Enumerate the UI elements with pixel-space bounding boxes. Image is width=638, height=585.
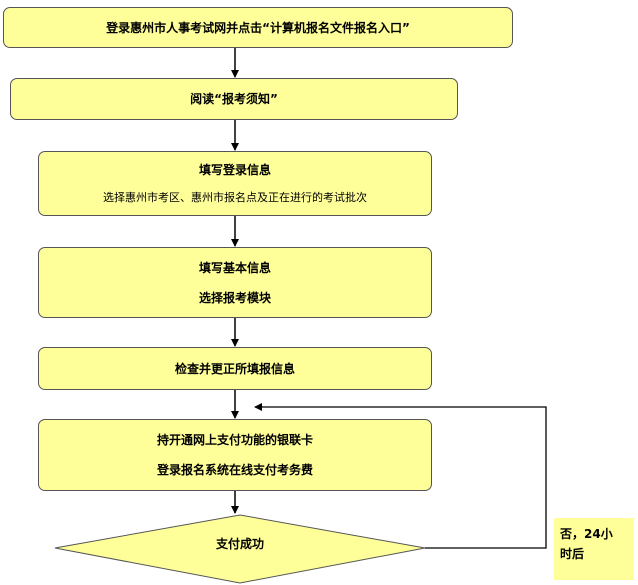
loop-note-line2: 时后 (560, 547, 585, 561)
step-check-info-title: 检查并更正所填报信息 (174, 361, 295, 376)
step-payment-subtitle: 登录报名系统在线支付考务费 (156, 463, 313, 477)
step-login-portal: 登录惠州市人事考试网并点击“计算机报名文件报名入口” (3, 7, 513, 48)
step-read-notice-title: 阅读“报考须知” (190, 92, 278, 106)
step-login-info-subtitle: 选择惠州市考区、惠州市报名点及正在进行的考试批次 (103, 191, 367, 204)
step-payment: 持开通网上支付功能的银联卡 登录报名系统在线支付考务费 (38, 419, 432, 491)
step-read-notice: 阅读“报考须知” (10, 78, 458, 120)
decision-label: 支付成功 (215, 537, 264, 551)
loop-back-connector (254, 403, 547, 549)
loop-note: 否，24小 时后 (554, 518, 634, 580)
step-payment-title: 持开通网上支付功能的银联卡 (156, 433, 313, 447)
step-basic-info: 填写基本信息 选择报考模块 (38, 247, 432, 318)
step-basic-info-subtitle: 选择报考模块 (198, 290, 271, 305)
step-login-portal-title: 登录惠州市人事考试网并点击“计算机报名文件报名入口” (106, 20, 410, 35)
step-check-info: 检查并更正所填报信息 (38, 347, 432, 390)
step-login-info-title: 填写登录信息 (198, 163, 271, 177)
step-basic-info-title: 填写基本信息 (198, 260, 271, 275)
loop-note-line1: 否，24小 (560, 527, 613, 541)
step-login-info: 填写登录信息 选择惠州市考区、惠州市报名点及正在进行的考试批次 (38, 151, 432, 216)
